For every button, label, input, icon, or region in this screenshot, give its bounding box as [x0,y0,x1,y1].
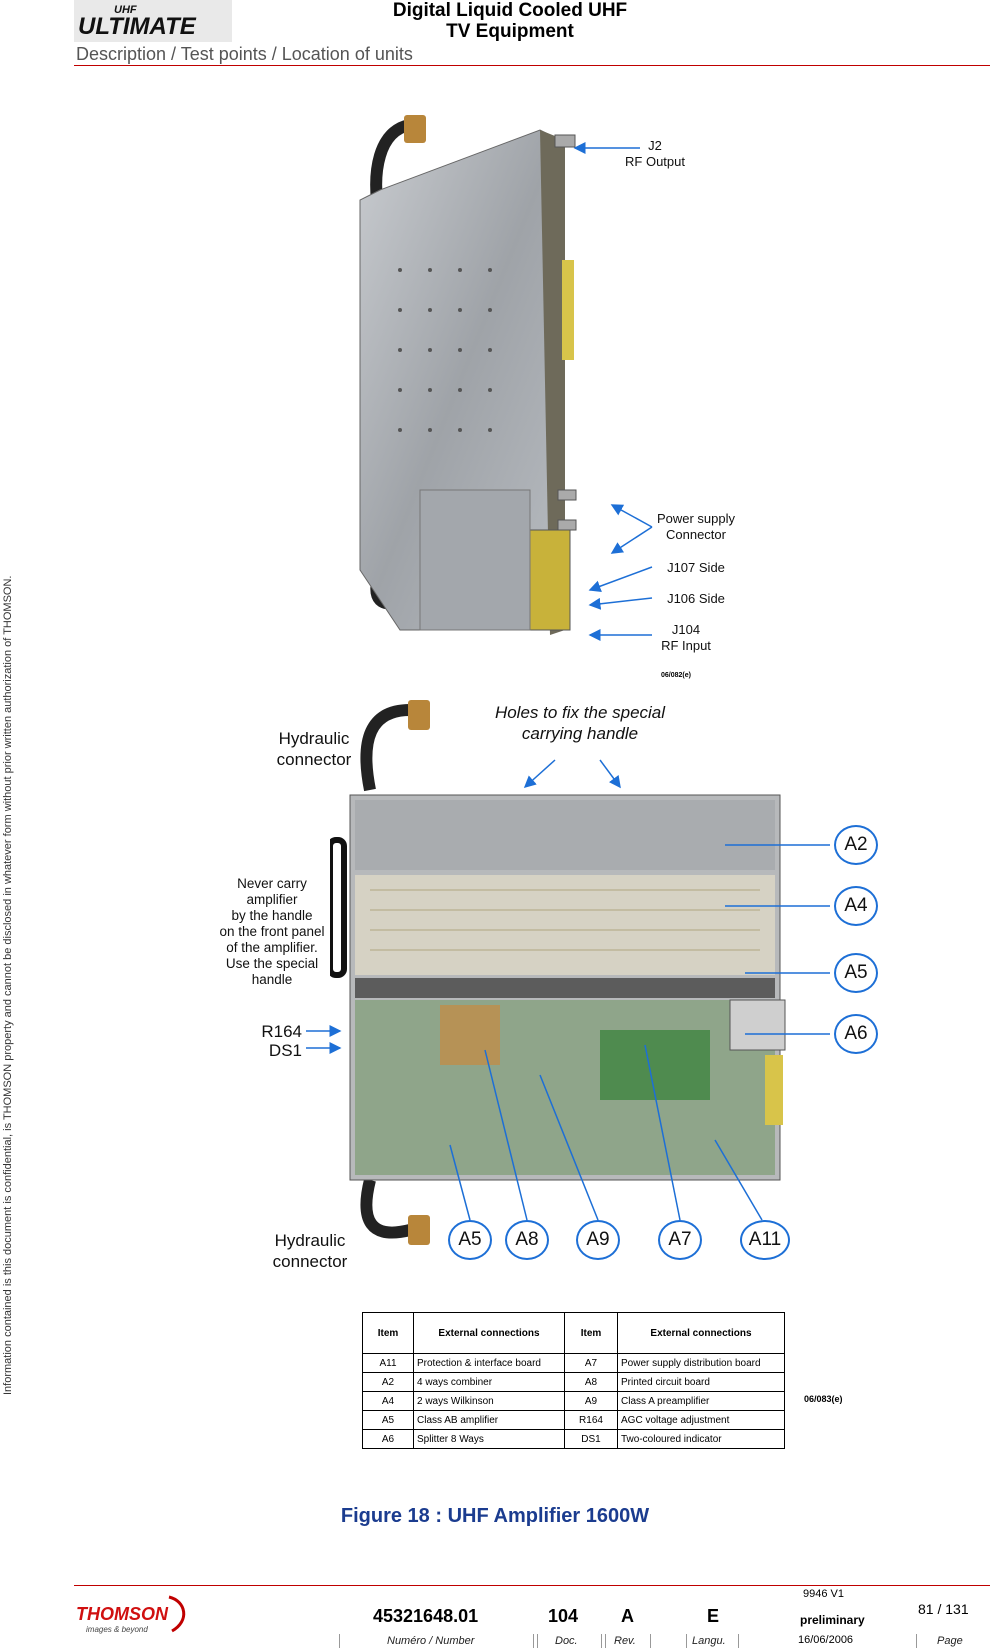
doc-title-line2: TV Equipment [446,21,574,42]
footer-separator [533,1634,534,1648]
header-divider [74,65,990,66]
figure-top-code: 06/082(e) [661,672,691,679]
j107-callout: J107 Side [667,560,725,575]
doc-label: Doc. [555,1635,578,1647]
table-header: External connections [413,1312,565,1354]
connections-table: Item External connections Item External … [362,1312,785,1449]
ds1-label: DS1 [268,1041,302,1060]
unit-a2-bubble: A2 [834,825,878,865]
footer-separator [738,1634,739,1648]
section-subtitle: Description / Test points / Location of … [76,44,413,64]
language: E [707,1606,720,1626]
unit-a5-bottom-bubble: A5 [448,1220,492,1260]
unit-a4-bubble: A4 [834,886,878,926]
footer-divider [74,1585,990,1586]
table-header: Item [564,1312,618,1354]
svg-text:THOMSON: THOMSON [76,1604,169,1624]
footer-separator [686,1634,687,1648]
doc-title-line1: Digital Liquid Cooled UHF [392,0,628,21]
table-header-row: Item External connections Item External … [362,1312,785,1354]
bottom-callout-arrows [306,759,830,1221]
unit-a6-bubble: A6 [834,1014,878,1054]
rev-label: Rev. [614,1635,636,1647]
svg-text:images & beyond: images & beyond [86,1625,148,1634]
unit-a8-bubble: A8 [505,1220,549,1260]
table-header: External connections [617,1312,785,1354]
r164-label: R164 [261,1022,302,1041]
number-label: Numéro / Number [387,1635,475,1647]
top-callout-arrows [573,142,653,641]
amplifier-side-photo [359,115,577,635]
figure-bottom-code: 06/083(e) [804,1394,843,1404]
svg-text:ULTIMATE: ULTIMATE [78,13,197,40]
table-header: Item [362,1312,414,1354]
revision: A [621,1606,634,1626]
amplifier-top-photo [330,700,786,1245]
version-code: 9946 V1 [803,1588,844,1600]
j106-callout: J106 Side [667,591,725,606]
page-number: 81 / 131 [918,1601,969,1617]
svg-text:UHF: UHF [114,4,137,16]
footer-separator [537,1634,538,1648]
figure-caption: Figure 18 : UHF Amplifier 1600W [340,1505,650,1527]
doc-code: 104 [548,1606,579,1626]
doc-number: 45321648.01 [373,1606,479,1626]
unit-a5-bubble: A5 [834,953,878,993]
unit-a9-bubble: A9 [576,1220,620,1260]
unit-a11-bubble: A11 [740,1220,790,1260]
footer-separator [916,1634,917,1648]
ultimate-logo: UHF ULTIMATE [74,0,232,42]
lang-label: Langu. [692,1635,726,1647]
doc-date: 16/06/2006 [798,1634,854,1646]
footer-separator [339,1634,340,1648]
footer-separator [650,1634,651,1648]
footer-separator [605,1634,606,1648]
footer-separator [601,1634,602,1648]
unit-a7-bubble: A7 [658,1220,702,1260]
thomson-logo: THOMSON images & beyond [76,1595,186,1634]
status-label: preliminary [800,1613,865,1627]
page-label: Page [937,1635,963,1647]
